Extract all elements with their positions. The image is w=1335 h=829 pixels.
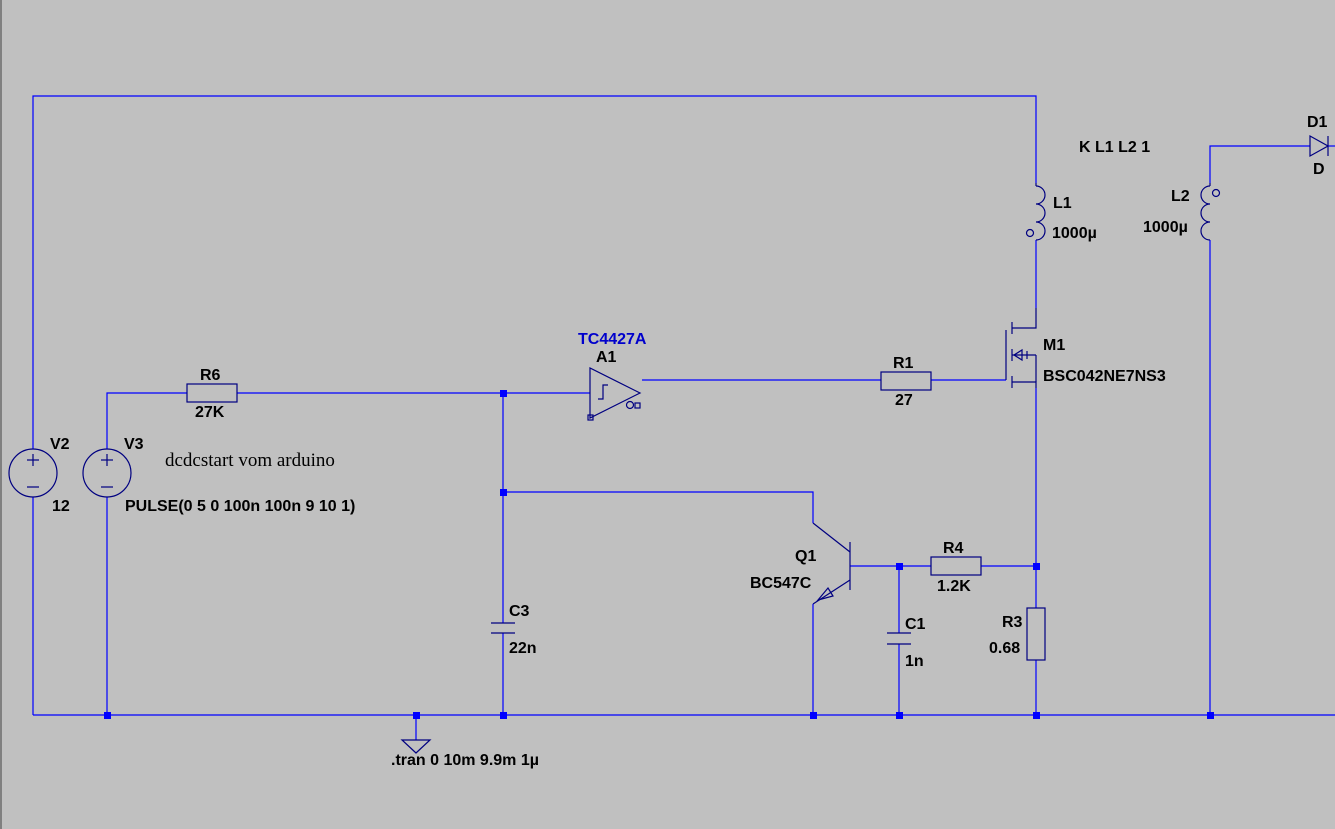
resistor-r4[interactable] bbox=[930, 556, 982, 576]
capacitor-c1[interactable] bbox=[887, 632, 911, 645]
l1-value: 1000µ bbox=[1052, 225, 1097, 242]
voltage-source-v2[interactable] bbox=[8, 448, 58, 498]
m1-name: M1 bbox=[1043, 337, 1065, 354]
inductor-l1[interactable] bbox=[1025, 183, 1046, 241]
d1-name: D1 bbox=[1307, 114, 1328, 131]
r4-name: R4 bbox=[943, 540, 964, 557]
q1-model: BC547C bbox=[750, 575, 812, 592]
l1-name: L1 bbox=[1053, 195, 1072, 212]
r3-value: 0.68 bbox=[989, 640, 1020, 657]
coupling-directive[interactable]: K L1 L2 1 bbox=[1079, 139, 1150, 156]
resistor-r6[interactable] bbox=[186, 383, 238, 403]
v3-value: PULSE(0 5 0 100n 100n 9 10 1) bbox=[125, 498, 355, 515]
inductor-l2[interactable] bbox=[1200, 183, 1221, 241]
v2-value: 12 bbox=[52, 498, 70, 515]
r6-name: R6 bbox=[200, 367, 221, 384]
c1-name: C1 bbox=[905, 616, 926, 633]
q1-name: Q1 bbox=[795, 548, 816, 565]
l2-value: 1000µ bbox=[1143, 219, 1188, 236]
resistor-r3[interactable] bbox=[1026, 607, 1046, 661]
c3-name: C3 bbox=[509, 603, 530, 620]
r1-name: R1 bbox=[893, 355, 914, 372]
m1-model: BSC042NE7NS3 bbox=[1043, 368, 1166, 385]
capacitor-c3[interactable] bbox=[491, 622, 515, 634]
c3-value: 22n bbox=[509, 640, 537, 657]
r1-value: 27 bbox=[895, 392, 913, 409]
r3-name: R3 bbox=[1002, 614, 1023, 631]
v3-name: V3 bbox=[124, 436, 144, 453]
ground-symbol[interactable] bbox=[400, 739, 432, 754]
l2-name: L2 bbox=[1171, 188, 1190, 205]
junction-dots bbox=[104, 390, 1214, 719]
voltage-source-v3[interactable] bbox=[82, 448, 132, 498]
r4-value: 1.2K bbox=[937, 578, 971, 595]
a1-model: TC4427A bbox=[578, 331, 647, 348]
gate-driver-a1[interactable] bbox=[587, 367, 642, 421]
schematic-comment: dcdcstart vom arduino bbox=[165, 450, 335, 471]
c1-value: 1n bbox=[905, 653, 924, 670]
resistor-r1[interactable] bbox=[880, 371, 932, 391]
transistor-q1[interactable] bbox=[812, 522, 851, 605]
mosfet-m1[interactable] bbox=[1005, 308, 1037, 388]
a1-name: A1 bbox=[596, 349, 617, 366]
d1-model: D bbox=[1313, 161, 1325, 178]
r6-value: 27K bbox=[195, 404, 225, 421]
wires bbox=[32, 95, 1335, 740]
tran-directive[interactable]: .tran 0 10m 9.9m 1µ bbox=[391, 752, 539, 769]
diode-d1[interactable] bbox=[1309, 134, 1330, 158]
v2-name: V2 bbox=[50, 436, 70, 453]
